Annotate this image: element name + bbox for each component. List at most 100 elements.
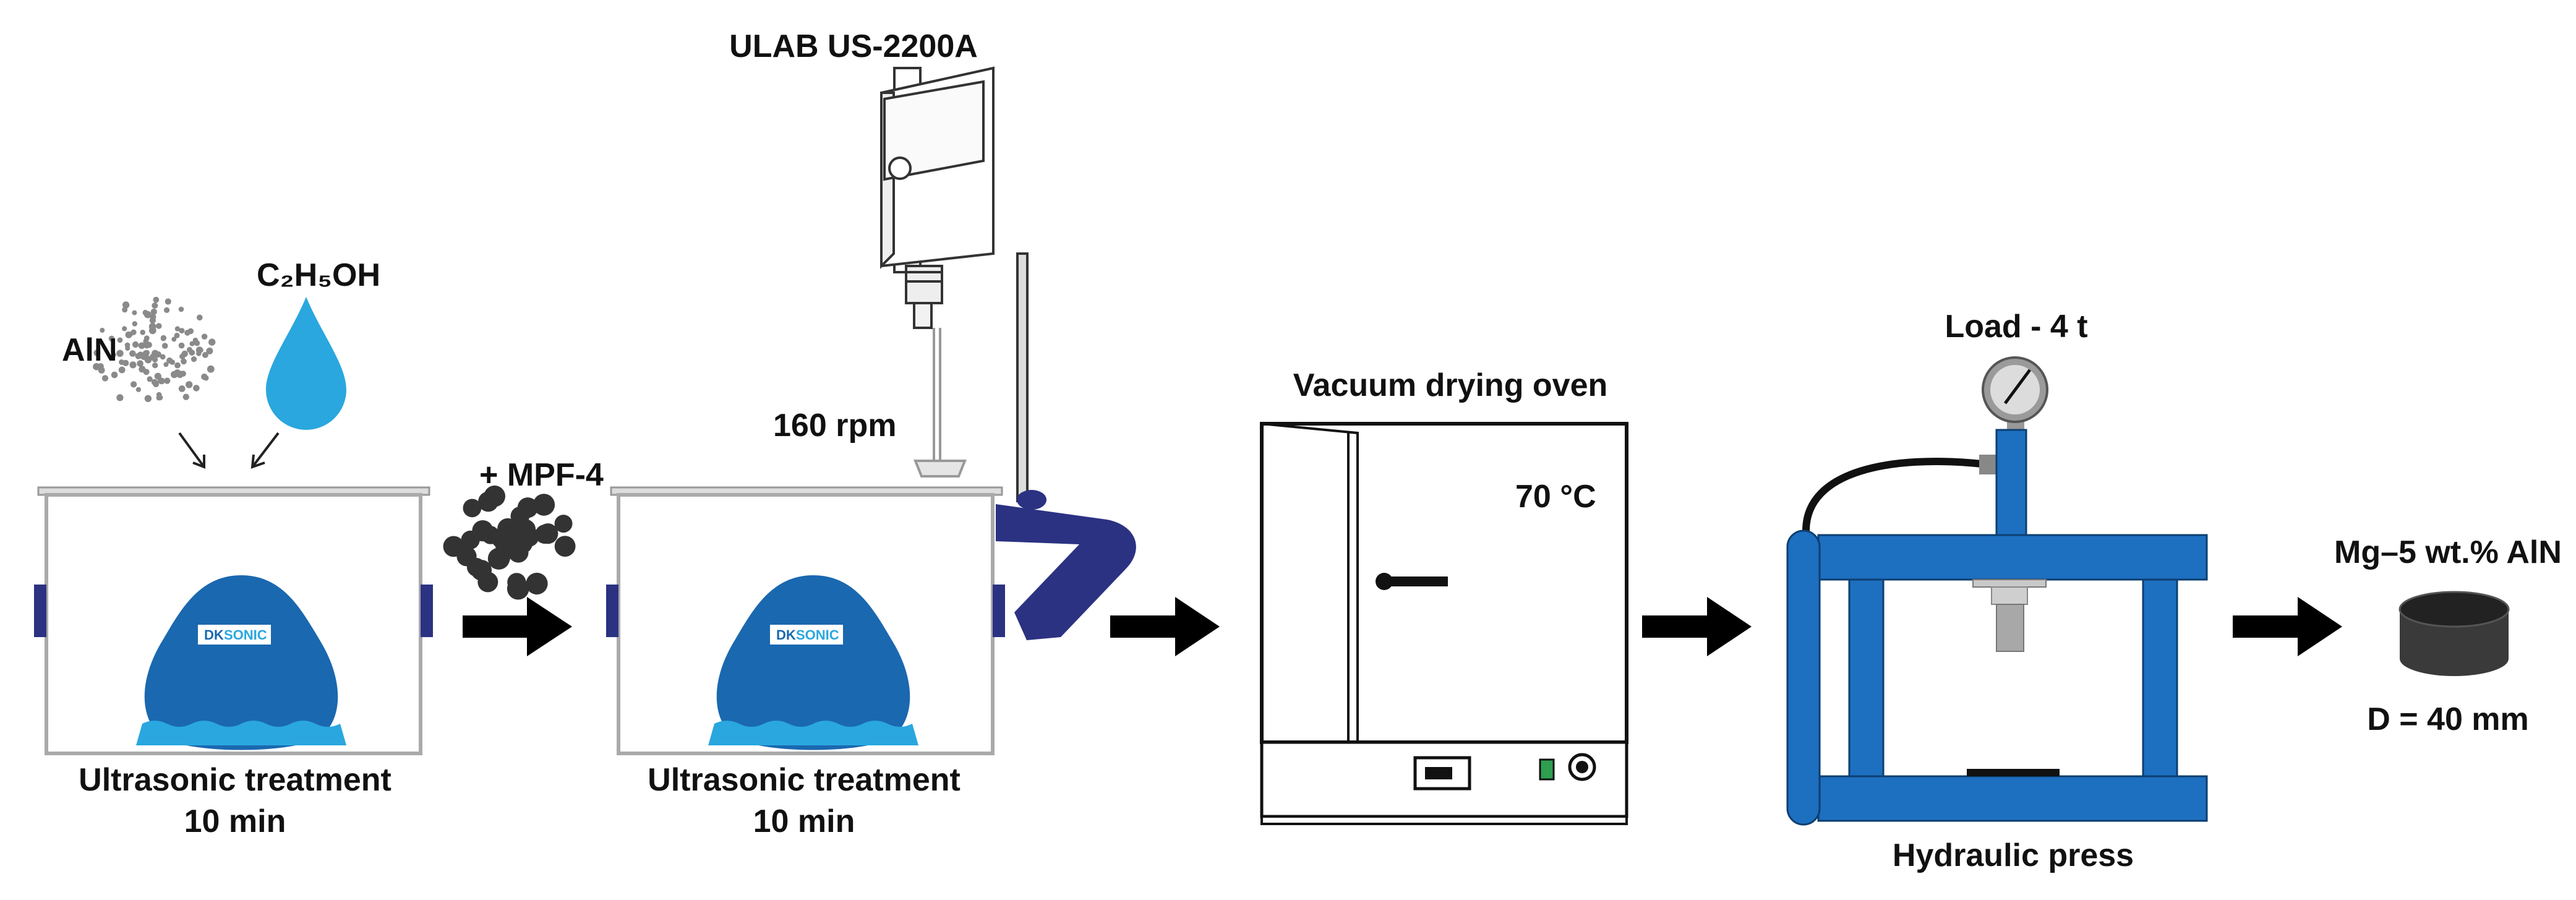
aln-particle [190, 356, 197, 362]
aln-particle [182, 393, 189, 400]
ultrasonic-bath-2: DK SONIC [606, 486, 1005, 755]
mpf-particle [477, 572, 499, 593]
aln-particle [169, 359, 176, 365]
aln-particle [143, 335, 150, 341]
mpf-particle [537, 523, 558, 544]
aln-particle [132, 310, 137, 315]
aln-particle [152, 349, 159, 357]
aln-particle [154, 372, 161, 380]
aln-particle [164, 377, 171, 384]
aln-particle [111, 352, 116, 358]
aln-particle [150, 314, 156, 320]
brand-sonic-1: SONIC [224, 627, 267, 643]
oven-display-icon [1413, 756, 1471, 791]
aln-particle [101, 375, 109, 382]
label-load: Load - 4 t [1945, 309, 2087, 345]
sample-disc-icon [2398, 591, 2510, 676]
bath1-caption-line2: 10 min [184, 804, 286, 839]
aln-particle [174, 326, 181, 332]
aln-particle [174, 362, 181, 369]
aln-particle [193, 385, 200, 392]
arrow-3 [1642, 597, 1752, 656]
aln-particle [178, 342, 185, 349]
aln-particle [207, 365, 215, 373]
aln-particle [122, 301, 130, 309]
mpf-particle [472, 520, 494, 542]
aln-particle [181, 358, 187, 365]
pressure-gauge-icon [1982, 356, 2048, 433]
mpf-particle [554, 515, 573, 533]
hydraulic-hose [1802, 455, 1998, 531]
oven-door-handle-icon [1376, 573, 1448, 590]
aln-particle [129, 361, 137, 369]
aln-particle [141, 352, 149, 360]
aln-particle [118, 366, 126, 374]
aln-particle [171, 371, 178, 379]
aln-particle [116, 394, 124, 401]
aln-particle [165, 298, 171, 305]
brand-sonic-2: SONIC [796, 627, 839, 643]
aln-particle [117, 337, 123, 343]
mpf-particle [463, 499, 482, 518]
aln-particle [144, 395, 152, 402]
label-press: Hydraulic press [1893, 838, 2134, 873]
arrow-small-powder [178, 432, 280, 469]
aln-particle [174, 332, 180, 338]
aln-particle [116, 349, 124, 357]
mpf-particle [484, 485, 505, 507]
mpf-particle [507, 573, 526, 592]
aln-particle [151, 379, 158, 385]
aln-particle [140, 330, 145, 335]
aln-particle [131, 381, 137, 388]
aln-particle [93, 349, 101, 356]
aln-particle [132, 341, 139, 348]
aln-particle [160, 354, 166, 360]
aln-particle [157, 395, 163, 401]
brand-dk-2: DK [776, 627, 796, 643]
oven-knob-icon [1568, 753, 1596, 781]
ethanol-drop-icon [266, 297, 346, 430]
aln-particle [208, 338, 216, 346]
mpf-particle [508, 542, 529, 563]
mpf-particle [554, 536, 576, 557]
aln-particle [131, 329, 137, 335]
aln-particle [143, 369, 150, 375]
bath2-caption-line1: Ultrasonic treatment [648, 762, 961, 798]
aln-particle [93, 363, 100, 371]
aln-particle [111, 371, 118, 379]
aln-particle [100, 327, 105, 333]
aln-particle [156, 323, 162, 329]
mpf-particle [526, 572, 548, 595]
aln-particle [163, 362, 169, 367]
label-aln: AlN [62, 332, 118, 368]
aln-particle [147, 376, 153, 382]
label-oven-title: Vacuum drying oven [1293, 367, 1608, 403]
label-mpf: + MPF-4 [479, 457, 604, 493]
label-rpm: 160 rpm [773, 408, 896, 444]
aln-particle [98, 367, 105, 374]
aln-particle [196, 351, 202, 356]
aln-particle [135, 387, 141, 392]
label-stirrer-model: ULAB US-2200A [729, 28, 978, 64]
aln-particle [160, 335, 167, 341]
brand-dk-1: DK [204, 627, 224, 643]
aln-particle [171, 336, 177, 342]
mpf-particles [443, 485, 576, 600]
label-ethanol: C₂H₅OH [257, 257, 380, 293]
aln-particle [201, 333, 208, 340]
aln-particle [178, 306, 184, 312]
aln-particle [132, 321, 137, 327]
stirrer-shaft [914, 328, 967, 478]
aln-particle [152, 356, 158, 362]
aln-particle [152, 302, 158, 309]
aln-particle [135, 353, 142, 359]
aln-particle [161, 343, 168, 349]
oven-door-panel [1261, 422, 1359, 742]
bath2-caption-line2: 10 min [753, 804, 855, 839]
aln-particle [157, 378, 163, 384]
label-diameter: D = 40 mm [2367, 701, 2529, 737]
aln-particle [122, 359, 129, 367]
ultrasonic-bath-1: DK SONIC [34, 486, 433, 755]
aln-particle [143, 311, 152, 319]
